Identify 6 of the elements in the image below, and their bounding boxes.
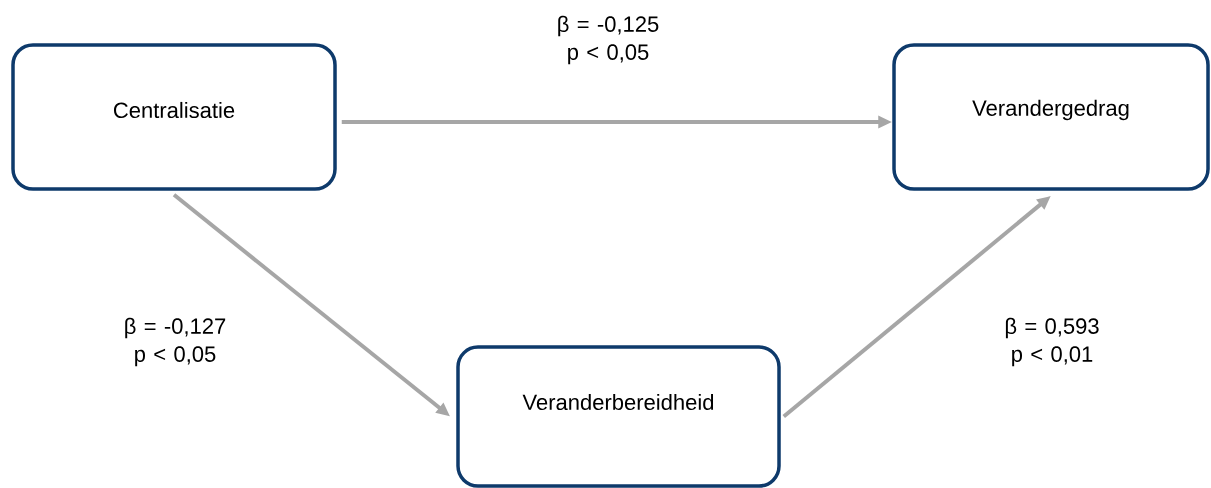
edge-label: β = -0,125 p < 0,05 bbox=[558, 15, 659, 65]
process-box: Verandergedrag bbox=[892, 43, 1210, 191]
edge-label: β = -0,127 p < 0,05 bbox=[125, 317, 226, 367]
process-box: Veranderbereidheid bbox=[456, 345, 781, 488]
edge-label: β = 0,593 p < 0,01 bbox=[1005, 317, 1099, 367]
process-box: Centralisatie bbox=[11, 43, 337, 191]
